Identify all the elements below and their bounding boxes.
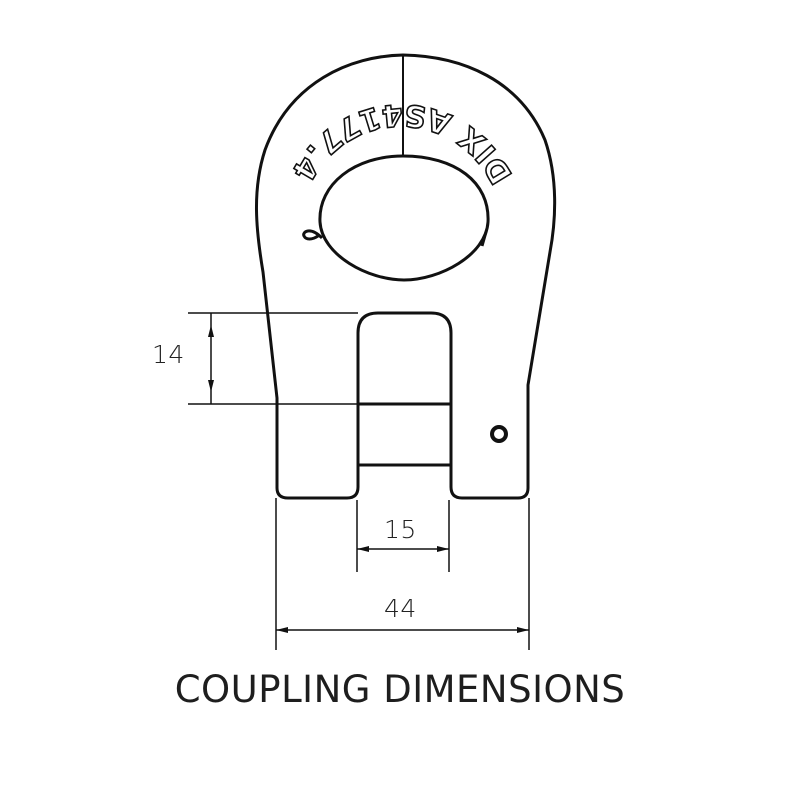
eye-hole (302, 154, 490, 282)
diagram-title: COUPLING DIMENSIONS (174, 668, 626, 711)
tongue-slot (356, 311, 453, 465)
dim-height (188, 312, 358, 405)
dim-slot-width (356, 500, 450, 572)
dim-overall-width (275, 498, 530, 650)
dim-height-label: 14 (152, 340, 185, 369)
lug-outline (255, 53, 557, 500)
part-marking-text: DIX AS4177.4 (283, 96, 520, 190)
dim-overall-width-label: 44 (384, 594, 417, 623)
dim-slot-width-label: 15 (384, 515, 417, 544)
pin-hole (490, 425, 508, 443)
